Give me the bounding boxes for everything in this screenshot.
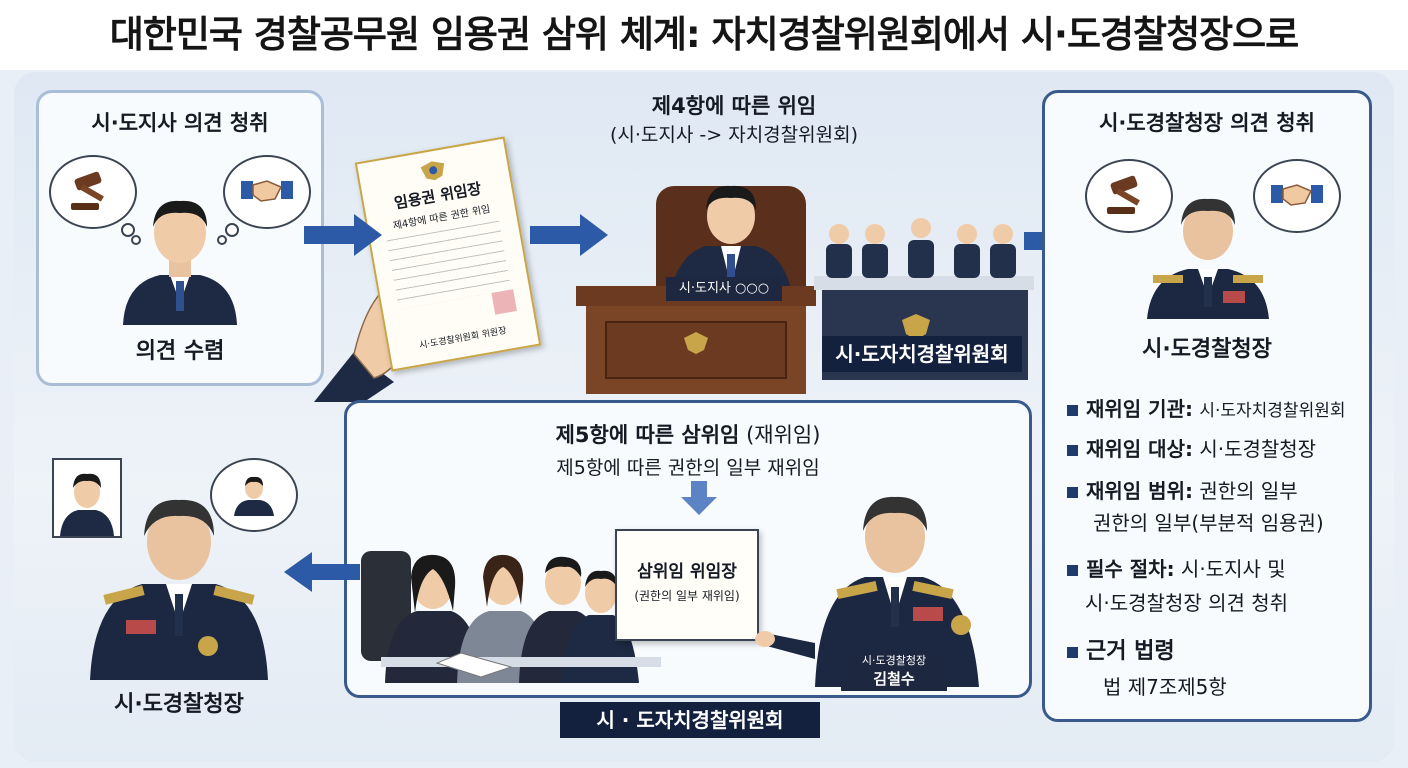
redelegation-document: 삼위임 위임장 (권한의 일부 재위임) <box>615 529 759 641</box>
commissioner-figure <box>1147 198 1269 319</box>
gavel-icon <box>71 171 104 210</box>
bullet-square-icon <box>1067 445 1078 456</box>
thought-bubble-handshake <box>1253 159 1341 233</box>
bullet-square-icon <box>1067 405 1078 416</box>
center-heading: 제4항에 따른 위임 <box>651 94 817 118</box>
governor-figure <box>123 200 237 325</box>
thought-bubble-gavel <box>49 155 137 229</box>
center-subheading: (시·도지사 -> 자치경찰위원회) <box>609 124 858 146</box>
portrait-icon <box>60 473 114 536</box>
flow-arrow-left <box>284 552 360 592</box>
bubble-dot <box>217 235 227 245</box>
bullet-square-icon <box>1067 487 1078 498</box>
arrow-down-icon <box>681 481 717 515</box>
panel-caption: 의견 수렴 <box>135 339 225 364</box>
bubble-dot <box>131 235 141 245</box>
info-item: 필수 절차: 시·도지사 및 <box>1067 553 1286 582</box>
info-item-extra: 법 제7조제5항 <box>1103 675 1227 699</box>
bubble-dot <box>121 223 135 237</box>
gavel-icon <box>1107 175 1140 214</box>
commissioner-figure <box>90 499 268 680</box>
redelegation-doc-title: 삼위임 위임장 <box>637 562 737 582</box>
document-footer: 시·도경찰위원회 위원장 <box>418 326 508 352</box>
info-item-extra: 권한의 일부(부분적 임용권) <box>1093 511 1324 535</box>
flow-arrow <box>530 214 608 256</box>
thought-bubble-gavel <box>1085 159 1173 233</box>
info-item: 재위임 기관: 시·도자치경찰위원회 <box>1067 393 1346 422</box>
governor-nameplate: 시·도지사 ○○○ <box>666 277 782 301</box>
page-title: 대한민국 경찰공무원 임용권 삼위 체계: 자치경찰위원회에서 시·도경찰청장으… <box>0 0 1408 70</box>
info-item: 재위임 범위: 권한의 일부 <box>1067 475 1298 504</box>
panel-redelegation: 제5항에 따른 삼위임 (재위임) 제5항에 따른 권한의 일부 재위임 삼위임… <box>344 400 1032 698</box>
handshake-icon <box>1271 184 1323 206</box>
portrait-frame <box>52 458 122 538</box>
flow-arrow <box>304 214 382 256</box>
bullet-square-icon <box>1067 565 1078 576</box>
thought-bubble-portrait <box>210 458 298 532</box>
committee-meeting-illustration <box>576 185 1034 394</box>
committee-label: 시·도자치경찰위원회 <box>822 336 1022 372</box>
bottom-left-caption: 시·도경찰청장 <box>114 692 244 717</box>
redelegation-heading: 제5항에 따른 삼위임 (재위임) <box>555 423 821 447</box>
redelegation-subheading: 제5항에 따른 권한의 일부 재위임 <box>556 457 820 479</box>
panel-governor-opinion: 시·도지사 의견 청취 의견 수렴 <box>36 90 324 386</box>
document-seal <box>491 289 517 315</box>
person-icon <box>234 476 274 516</box>
info-item: 재위임 대상: 시·도경찰청장 <box>1067 433 1316 462</box>
panel-commissioner-info: 시·도경찰청장 의견 청취 시·도경찰청장 <box>1042 90 1372 722</box>
info-item: 근거 법령 <box>1067 633 1175 665</box>
commissioner-badge: 시·도경찰청장 김철수 <box>841 653 947 691</box>
bubble-dot <box>225 223 239 237</box>
appointment-document: 임용권 위임장 제4항에 따른 권한 위임 시·도경찰위원회 위원장 <box>354 136 542 372</box>
thought-bubble-handshake <box>223 155 311 229</box>
redelegation-doc-sub: (권한의 일부 재위임) <box>634 589 740 603</box>
panel-caption: 시·도경찰청장 <box>1142 337 1272 362</box>
panel-heading: 시·도지사 의견 청취 <box>91 111 269 135</box>
panel-heading: 시·도경찰청장 의견 청취 <box>1099 111 1315 135</box>
handshake-icon <box>241 180 293 202</box>
police-emblem-icon <box>420 161 445 181</box>
bullet-square-icon <box>1067 646 1078 658</box>
committee-label-bottom: 시 · 도자치경찰위원회 <box>560 702 820 738</box>
diagram-stage: 시·도지사 의견 청취 의견 수렴 <box>14 72 1394 762</box>
info-item-extra: 시·도경찰청장 의견 청취 <box>1085 591 1289 615</box>
